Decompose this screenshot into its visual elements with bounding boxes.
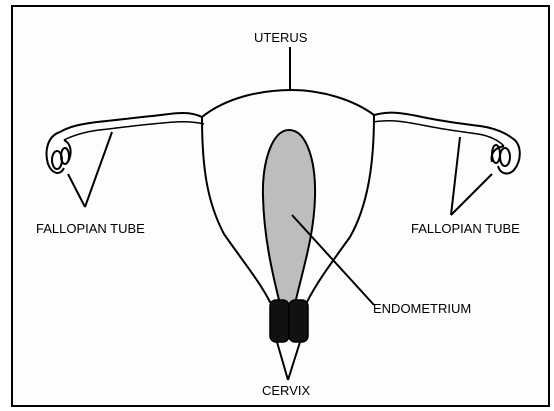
label-fallopian-tube-right: FALLOPIAN TUBE (411, 222, 520, 235)
label-uterus: UTERUS (254, 31, 307, 44)
label-cervix: CERVIX (262, 384, 310, 397)
fallopian-tube-right-upper (374, 113, 512, 138)
fimbriae-right (492, 138, 520, 173)
pointer-fallopian-right-a (451, 137, 460, 215)
pointer-fallopian-left-b (85, 132, 112, 207)
label-fallopian-tube-left: FALLOPIAN TUBE (36, 222, 145, 235)
pointer-cervix-a (277, 342, 288, 380)
diagram-frame (11, 5, 550, 407)
pointer-cervix-b (288, 342, 300, 380)
endometrium-shape (263, 130, 315, 304)
fallopian-tube-right-lower (373, 121, 504, 146)
uterus-diagram (13, 7, 550, 407)
label-endometrium: ENDOMETRIUM (373, 302, 471, 315)
pointer-fallopian-right-b (451, 174, 492, 215)
fallopian-tube-left-upper (60, 113, 202, 132)
cervix-shape (270, 300, 308, 342)
pointer-fallopian-left-a (68, 174, 85, 207)
